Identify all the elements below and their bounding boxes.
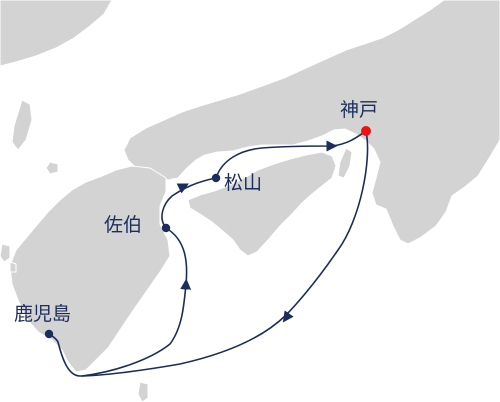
- port-dot-matsuyama: [211, 173, 221, 183]
- port-dot-kobe: [361, 126, 371, 136]
- landmass-korea: [0, 0, 113, 67]
- landmass-iki: [45, 161, 59, 175]
- landmass-tanegashima: [137, 381, 149, 402]
- port-dot-saiki: [161, 223, 171, 233]
- route-leg-kobe-to-kagoshima: [284, 130, 369, 317]
- port-label-matsuyama: 松山: [224, 172, 263, 194]
- port-label-kagoshima: 鹿児島: [14, 303, 72, 325]
- route-leg-matsuyama-to-kobe: [215, 130, 367, 179]
- landmass-goto-islands: [0, 243, 17, 273]
- cruise-route: [48, 130, 369, 377]
- route-leg-kagoshima-to-saiki: [81, 227, 188, 377]
- port-label-saiki: 佐伯: [104, 214, 143, 236]
- landmass-honshu: [123, 0, 500, 245]
- route-leg-kobe-to-kagoshima-south: [48, 315, 286, 377]
- route-arrow-saiki-matsuyama: [176, 183, 189, 194]
- route-leg-saiki-to-matsuyama: [161, 177, 217, 229]
- port-label-kobe: 神戸: [340, 99, 379, 121]
- landmass-awaji: [337, 147, 353, 179]
- landmass-kyushu: [9, 165, 171, 373]
- port-dot-kagoshima: [44, 329, 54, 339]
- port-markers: [44, 126, 371, 339]
- landmass-shikoku: [187, 151, 337, 257]
- landmass-tsushima: [11, 99, 33, 151]
